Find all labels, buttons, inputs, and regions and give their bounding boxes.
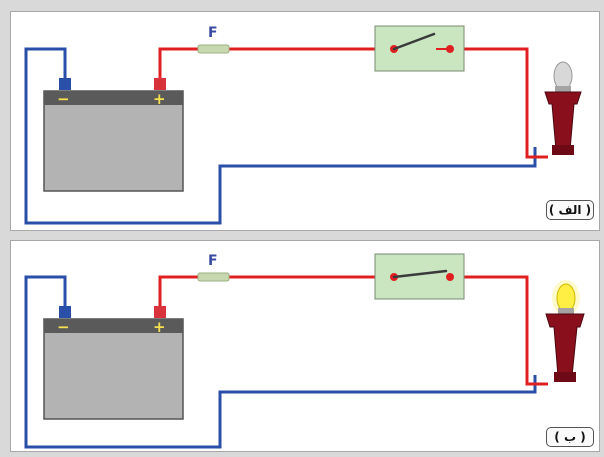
battery-negative-sign-a: − — [57, 90, 70, 108]
fuse-label-a: F — [208, 25, 218, 41]
battery-positive-sign-a: + — [153, 90, 166, 108]
battery-terminal-negative-b — [59, 306, 71, 318]
lamp-b — [545, 280, 585, 382]
lamp-socket-foot-b — [554, 372, 576, 382]
battery-positive-sign-b: + — [153, 318, 166, 336]
positive-wire-a — [158, 47, 198, 80]
switch-contact-right-b — [446, 273, 454, 281]
battery-terminal-positive-a — [154, 78, 166, 90]
battery-top-b — [44, 319, 183, 333]
bulb-b — [556, 283, 576, 313]
positive-wire-b — [158, 275, 198, 308]
fuse-a — [197, 44, 230, 54]
panel-caption-a: ( الف ) — [546, 200, 594, 220]
negative-wire-b — [24, 275, 537, 449]
bulb-a — [553, 61, 573, 91]
fuse-label-b: F — [208, 253, 218, 269]
battery-body-b — [43, 318, 184, 420]
circuit-a: F − + — [24, 25, 582, 225]
lamp-a — [544, 61, 582, 155]
battery-negative-sign-b: − — [57, 318, 70, 336]
positive-wire-a-3 — [464, 47, 548, 159]
circuit-b: F − + — [24, 253, 585, 449]
lamp-socket-b — [545, 313, 585, 377]
fuse-b — [197, 272, 230, 282]
lamp-socket-foot-a — [552, 145, 574, 155]
bulb-base-b — [558, 308, 574, 316]
positive-wire-b-3 — [464, 275, 548, 386]
switch-blade-a — [392, 32, 436, 51]
negative-wire-a — [24, 47, 537, 225]
bulb-base-a — [555, 86, 571, 94]
battery-terminal-negative-a — [59, 78, 71, 90]
battery-body-a — [43, 90, 184, 192]
battery-terminal-positive-b — [154, 306, 166, 318]
panel-caption-b: ( ب ) — [546, 427, 594, 447]
battery-top-a — [44, 91, 183, 105]
switch-blade-b — [392, 269, 448, 279]
lamp-socket-a — [544, 91, 582, 151]
